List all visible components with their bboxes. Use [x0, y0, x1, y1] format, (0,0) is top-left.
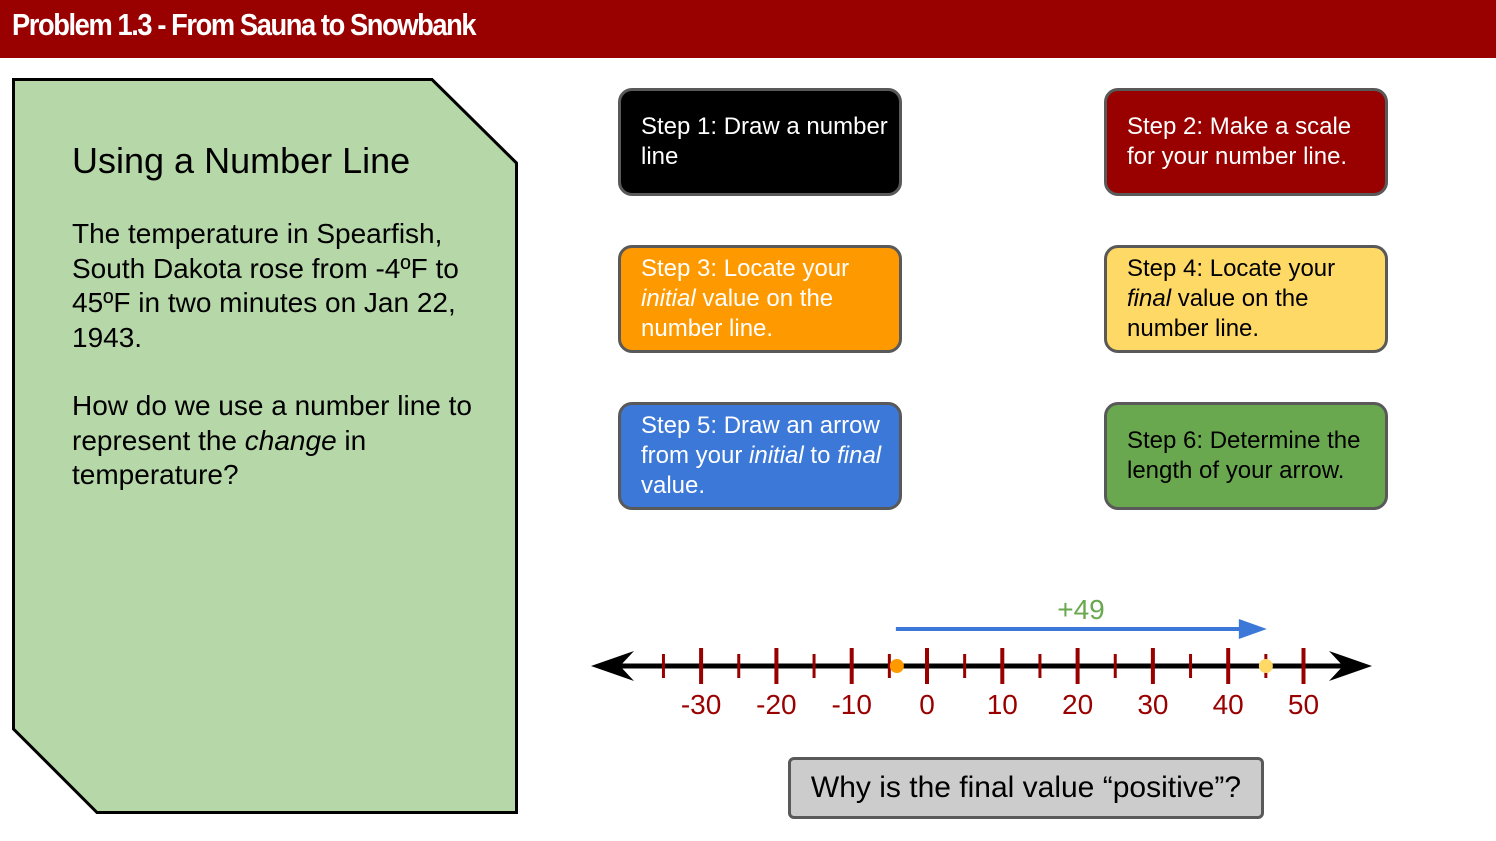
step-text-part: initial — [749, 442, 804, 469]
step-3-box: Step 3: Locate your initial value on the… — [618, 245, 902, 353]
tick-label: -30 — [681, 689, 721, 720]
step-text-part: value on the number line. — [641, 285, 834, 342]
step-text-part: final — [837, 442, 882, 469]
question-text-before: How do we use a number line to represent… — [72, 390, 472, 456]
step-text-part: value. — [641, 472, 706, 499]
step-3-text: Step 3: Locate your initial value on the… — [641, 254, 889, 344]
question-text-emphasis: change — [244, 424, 337, 456]
note-paragraph-temperature: The temperature in Spearfish, South Dako… — [72, 218, 459, 353]
initial-value-dot — [889, 659, 904, 673]
tick-label: -10 — [831, 689, 871, 720]
question-text-after: in temperature? — [72, 424, 367, 491]
step-1-text: Step 1: Draw a number line — [641, 112, 889, 172]
note-title: Using a Number Line — [72, 140, 411, 181]
change-arrow-head — [1238, 619, 1267, 639]
change-label: +49 — [1057, 594, 1105, 625]
note-card-shape — [12, 78, 518, 814]
tick-label: 0 — [919, 689, 935, 720]
step-text-part: Step 4: Locate your — [1127, 255, 1336, 282]
tick-label: 30 — [1137, 689, 1168, 720]
tick-label: -20 — [756, 689, 796, 720]
step-text-part: value on the number line. — [1127, 285, 1309, 342]
step-text-part: Step 1: Draw a number line — [641, 113, 888, 170]
header-bar: Problem 1.3 - From Sauna to Snowbank — [0, 0, 1496, 58]
step-1-box: Step 1: Draw a number line — [618, 88, 902, 196]
step-text-part: Step 3: Locate your — [641, 255, 850, 282]
tick-label: 50 — [1288, 689, 1319, 720]
step-text-part: Step 2: Make a scale for your number lin… — [1127, 113, 1352, 170]
step-text-part: to — [803, 442, 838, 469]
note-paragraph-question: How do we use a number line to represent… — [72, 389, 472, 493]
step-2-box: Step 2: Make a scale for your number lin… — [1104, 88, 1388, 196]
step-text-part: final — [1127, 285, 1172, 312]
tick-label: 40 — [1213, 689, 1244, 720]
left-arrowhead — [591, 651, 634, 681]
step-4-box: Step 4: Locate your final value on the n… — [1104, 245, 1388, 353]
step-5-box: Step 5: Draw an arrow from your initial … — [618, 402, 902, 510]
tick-label: 20 — [1062, 689, 1093, 720]
step-6-text: Step 6: Determine the length of your arr… — [1127, 426, 1375, 486]
final-value-dot — [1258, 659, 1273, 673]
step-text-part: initial — [641, 285, 696, 312]
tick-label: 10 — [987, 689, 1018, 720]
step-text-part: Step 5: Draw an arrow from your — [641, 412, 880, 469]
step-5-text: Step 5: Draw an arrow from your initial … — [641, 411, 889, 501]
right-arrowhead — [1329, 651, 1372, 681]
question-box: Why is the final value “positive”? — [788, 757, 1264, 819]
question-text: Why is the final value “positive”? — [810, 771, 1242, 804]
page-title: Problem 1.3 - From Sauna to Snowbank — [12, 7, 477, 42]
step-2-text: Step 2: Make a scale for your number lin… — [1127, 112, 1375, 172]
step-text-part: Step 6: Determine the length of your arr… — [1127, 427, 1361, 484]
note-card — [12, 78, 518, 814]
step-4-text: Step 4: Locate your final value on the n… — [1127, 254, 1375, 344]
step-6-box: Step 6: Determine the length of your arr… — [1104, 402, 1388, 510]
